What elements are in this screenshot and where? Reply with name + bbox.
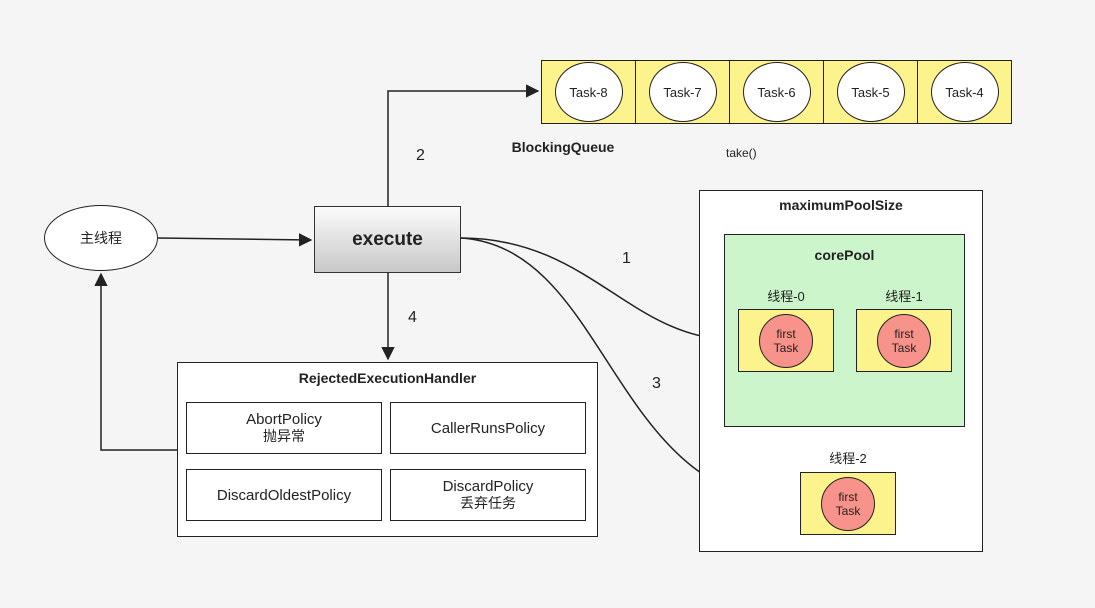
blocking-queue: Task-8 Task-7 Task-6 Task-5 Task-4: [541, 60, 1012, 124]
first-task-circle: first Task: [759, 313, 813, 368]
policy-name: DiscardPolicy: [442, 478, 534, 495]
queue-cell: Task-5: [824, 61, 918, 123]
discard-oldest-policy-box: DiscardOldestPolicy: [186, 469, 382, 521]
first-task-circle: first Task: [877, 313, 931, 368]
blocking-queue-label: BlockingQueue: [511, 139, 615, 155]
thread-0-name: 线程-0: [767, 289, 805, 304]
step-3-label: 3: [652, 375, 661, 392]
execute-node: execute: [314, 206, 461, 273]
thread-0-box: first Task: [738, 309, 834, 372]
queue-task: Task-7: [648, 62, 717, 122]
first-task-line1: first: [838, 489, 858, 504]
queue-task: Task-4: [930, 62, 999, 122]
queue-task: Task-6: [742, 62, 811, 122]
first-task-line2: Task: [773, 340, 799, 355]
arrow-execute-to-thread-0: [460, 237, 738, 347]
queue-cell: Task-8: [542, 61, 636, 123]
abort-policy-box: AbortPolicy 抛异常: [186, 402, 382, 454]
policy-note: 丢弃任务: [460, 495, 516, 511]
queue-task: Task-5: [836, 62, 905, 122]
core-pool-label: corePool: [814, 247, 875, 263]
first-task-circle: first Task: [821, 476, 875, 531]
arrow-execute-to-queue: [387, 84, 540, 206]
maximum-pool-label: maximumPoolSize: [779, 197, 903, 213]
thread-2-name: 线程-2: [829, 451, 867, 466]
step-2-label: 2: [416, 147, 425, 164]
step-4-label: 4: [408, 309, 417, 326]
discard-policy-box: DiscardPolicy 丢弃任务: [390, 469, 586, 521]
policy-name: DiscardOldestPolicy: [216, 486, 352, 504]
step-1-label: 1: [622, 250, 631, 267]
thread-1-name: 线程-1: [885, 289, 923, 304]
policy-name: AbortPolicy: [246, 411, 322, 428]
queue-task: Task-8: [554, 62, 623, 122]
execute-label: execute: [352, 228, 423, 250]
arrow-main-to-execute: [157, 233, 313, 247]
first-task-line2: Task: [891, 340, 917, 355]
policy-name: CallerRunsPolicy: [430, 419, 546, 437]
queue-cell: Task-4: [918, 61, 1011, 123]
policy-note: 抛异常: [263, 428, 305, 444]
take-label: take(): [726, 146, 757, 160]
main-thread-node: 主线程: [44, 205, 158, 271]
queue-cell: Task-6: [730, 61, 824, 123]
first-task-line1: first: [894, 326, 914, 341]
thread-2-box: first Task: [800, 472, 896, 535]
main-thread-label: 主线程: [80, 230, 122, 246]
first-task-line2: Task: [835, 503, 861, 518]
thread-1-box: first Task: [856, 309, 952, 372]
caller-runs-policy-box: CallerRunsPolicy: [390, 402, 586, 454]
rejected-execution-handler-label: RejectedExecutionHandler: [298, 370, 477, 386]
arrow-reject-to-main: [94, 272, 177, 451]
queue-cell: Task-7: [636, 61, 730, 123]
first-task-line1: first: [776, 326, 796, 341]
